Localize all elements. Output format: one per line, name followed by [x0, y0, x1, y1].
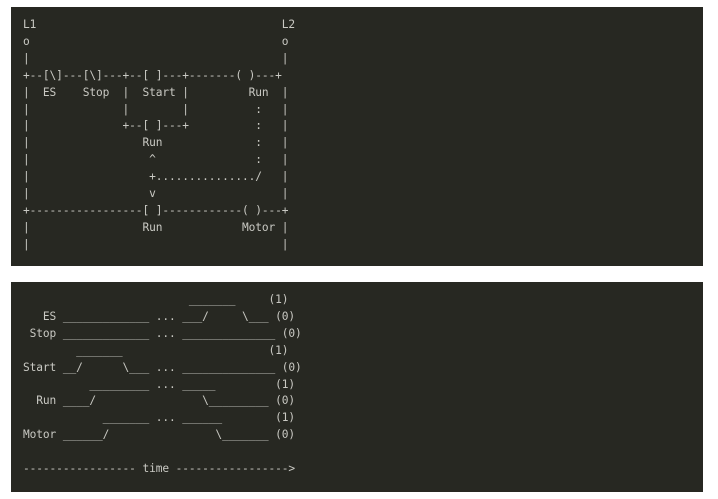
ladder-line: | ES Stop | Start | Run | [23, 85, 289, 99]
ladder-line: | v | [23, 187, 289, 201]
ladder-line: o o [23, 34, 289, 48]
timing-line: Stop _____________ ... ______________ (0… [23, 326, 302, 340]
timing-line: ----------------- time -----------------… [23, 462, 296, 476]
ladder-line: L1 L2 [23, 18, 296, 31]
timing-line: _______ (1) [23, 293, 289, 306]
ladder-line: +--[\]---[\]---+--[ ]---+-------( )---+ [23, 68, 282, 82]
ladder-line: | +--[ ]---+ : | [23, 119, 289, 133]
ladder-line: | Run Motor | [23, 220, 289, 234]
ladder-line: | +.............../ | [23, 170, 289, 184]
timing-line: ES _____________ ... ___/ \___ (0) [23, 309, 296, 323]
ladder-line: | ^ : | [23, 153, 289, 167]
timing-line: _______ (1) [23, 343, 289, 357]
ladder-diagram-text: L1 L2 o o | | +--[\]---[\]---+--[ ]---+-… [23, 17, 295, 254]
timing-line: _______ ... ______ (1) [23, 411, 296, 425]
timing-line: Start __/ \___ ... ______________ (0) [23, 360, 302, 374]
ladder-line: | | | : | [23, 102, 289, 116]
ladder-diagram-panel: L1 L2 o o | | +--[\]---[\]---+--[ ]---+-… [11, 7, 703, 266]
timing-diagram-text: _______ (1) ES _____________ ... ___/ \_… [23, 292, 302, 478]
ladder-line: +-----------------[ ]------------( )---+ [23, 203, 289, 217]
timing-line: _________ ... _____ (1) [23, 377, 296, 391]
ladder-line: | | [23, 237, 289, 251]
timing-line: Motor ______/ \_______ (0) [23, 428, 296, 442]
timing-diagram-panel: _______ (1) ES _____________ ... ___/ \_… [11, 282, 703, 492]
timing-line: Run ____/ \_________ (0) [23, 394, 296, 408]
ladder-line: | Run : | [23, 136, 289, 150]
ladder-line: | | [23, 51, 289, 65]
